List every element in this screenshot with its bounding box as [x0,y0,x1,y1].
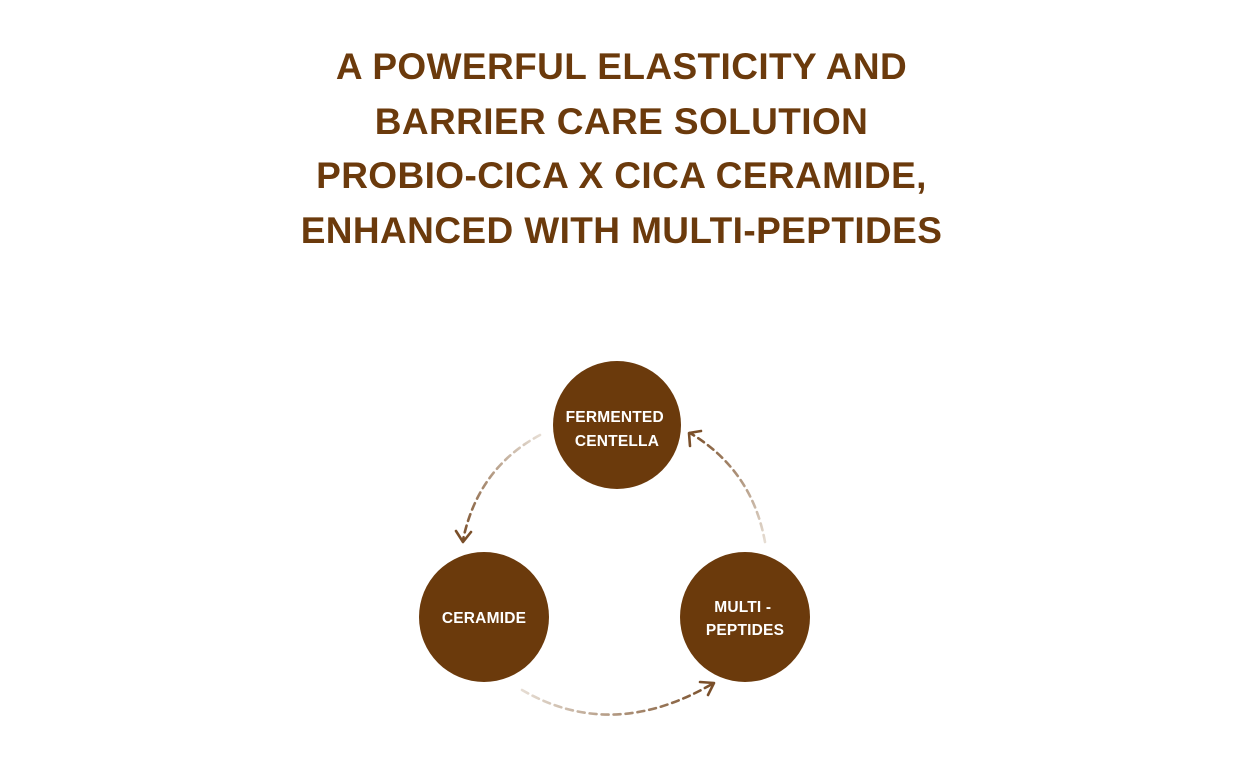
node-label-line: PEPTIDES [706,622,784,639]
node-label: MULTI - PEPTIDES [706,599,784,639]
headline: A POWERFUL ELASTICITY AND BARRIER CARE S… [0,40,1243,258]
node-label-line: CERAMIDE [442,610,526,627]
arrowhead-icon [687,429,703,448]
node-fermented-centella: FERMENTED CENTELLA [553,361,681,489]
arrowhead-icon [698,680,716,697]
node-label: CERAMIDE [442,610,526,627]
dashed-cycle-arrow-icon [520,682,714,716]
headline-line: BARRIER CARE SOLUTION [374,100,869,142]
node-circle [553,361,681,489]
node-multi-peptides: MULTI - PEPTIDES [680,552,810,682]
headline-line: A POWERFUL ELASTICITY AND [335,46,908,87]
node-ceramide: CERAMIDE [419,552,549,682]
flow-arrow-peptides-to-centella [687,429,767,544]
node-label-line: MULTI - [714,599,771,616]
node-label: FERMENTED CENTELLA [566,409,669,450]
headline-line: ENHANCED WITH MULTI-PEPTIDES [300,209,943,251]
flow-arrow-centella-to-ceramide [454,433,542,544]
node-label-line: CENTELLA [575,433,659,450]
dashed-cycle-arrow-icon [461,433,542,542]
node-circle [419,552,549,682]
headline-line: PROBIO-CICA X CICA CERAMIDE, [316,155,927,196]
node-label-line: FERMENTED [566,409,664,426]
arrowhead-icon [454,529,473,544]
node-circle [680,552,810,682]
dashed-cycle-arrow-icon [688,431,767,544]
flow-arrow-ceramide-to-peptides [520,680,716,716]
